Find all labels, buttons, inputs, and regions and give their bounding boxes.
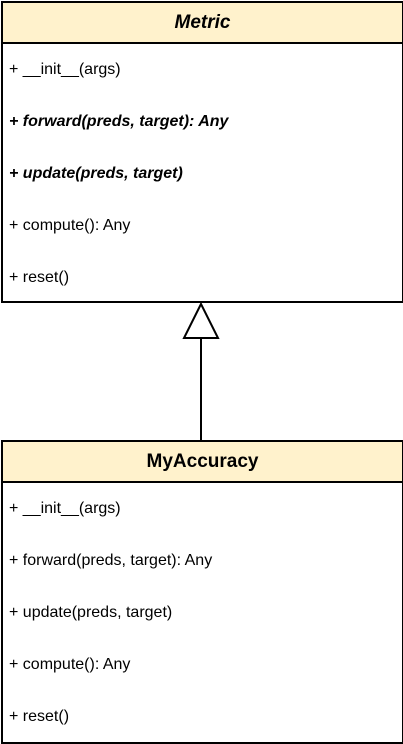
metric-member-list: + __init__(args) + forward(preds, target… [3,44,402,304]
metric-class-name: Metric [3,3,402,44]
metric-method-forward: + forward(preds, target): Any [9,113,229,130]
myaccuracy-class-name: MyAccuracy [3,442,402,483]
myaccuracy-member-list: + __init__(args) + forward(preds, target… [3,483,402,743]
myaccuracy-method-init: + __init__(args) [9,500,121,517]
myaccuracy-method-forward: + forward(preds, target): Any [9,552,213,569]
metric-method-compute: + compute(): Any [9,217,131,234]
metric-class-box[interactable]: Metric + __init__(args) + forward(preds,… [1,1,403,303]
myaccuracy-method-compute: + compute(): Any [9,656,131,673]
metric-method-init: + __init__(args) [9,61,121,78]
metric-method-update: + update(preds, target) [9,165,183,182]
metric-method-reset: + reset() [9,269,70,286]
myaccuracy-method-reset: + reset() [9,708,70,725]
myaccuracy-class-box[interactable]: MyAccuracy + __init__(args) + forward(pr… [1,440,403,744]
inheritance-arrowhead-icon [182,301,220,339]
myaccuracy-method-update: + update(preds, target) [9,604,173,621]
